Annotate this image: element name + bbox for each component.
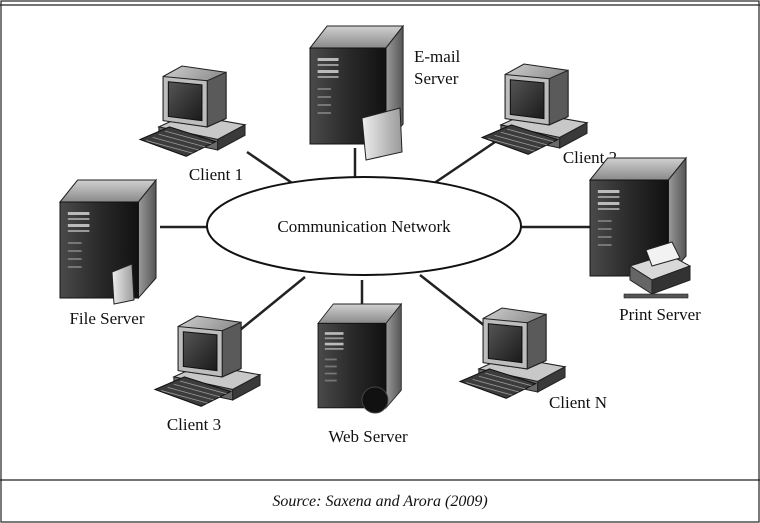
- link-client-3: [239, 276, 306, 331]
- file-server-icon: [59, 179, 157, 299]
- link-client-1: [246, 150, 299, 189]
- communication-network-hub: Communication Network: [206, 176, 522, 276]
- print-server-label: Print Server: [619, 305, 701, 324]
- link-client-n: [419, 274, 491, 331]
- file-drive-icon: [111, 263, 135, 305]
- hub-label: Communication Network: [277, 217, 451, 236]
- client-1-label: Client 1: [189, 165, 243, 184]
- web-server-label: Web Server: [328, 427, 408, 446]
- client-n-node: Client N: [459, 307, 607, 412]
- print-server-node: Print Server: [589, 157, 701, 324]
- web-server-node: Web Server: [317, 303, 408, 446]
- globe-icon: [361, 386, 389, 414]
- client-n-label: Client N: [549, 393, 607, 412]
- client-3-node: Client 3: [154, 315, 261, 434]
- client-2-icon: [481, 63, 588, 155]
- file-server-label: File Server: [69, 309, 144, 328]
- client-3-label: Client 3: [167, 415, 221, 434]
- web-server-icon: [317, 303, 402, 409]
- client-n-icon: [459, 307, 566, 399]
- mail-tray-icon: [361, 107, 403, 161]
- link-client-2: [429, 140, 496, 188]
- file-server-node: File Server: [59, 179, 157, 328]
- source-caption: Source: Saxena and Arora (2009): [272, 493, 487, 510]
- email-server-label-line2: Server: [414, 69, 459, 88]
- client-2-node: Client 2: [481, 63, 617, 167]
- client-2-label: Client 2: [563, 148, 617, 167]
- email-server-node: E-mail Server: [309, 25, 461, 161]
- email-server-label-line1: E-mail: [414, 47, 461, 66]
- client-1-node: Client 1: [139, 65, 246, 184]
- client-3-icon: [154, 315, 261, 407]
- client-1-icon: [139, 65, 246, 157]
- printer-icon: [623, 241, 692, 299]
